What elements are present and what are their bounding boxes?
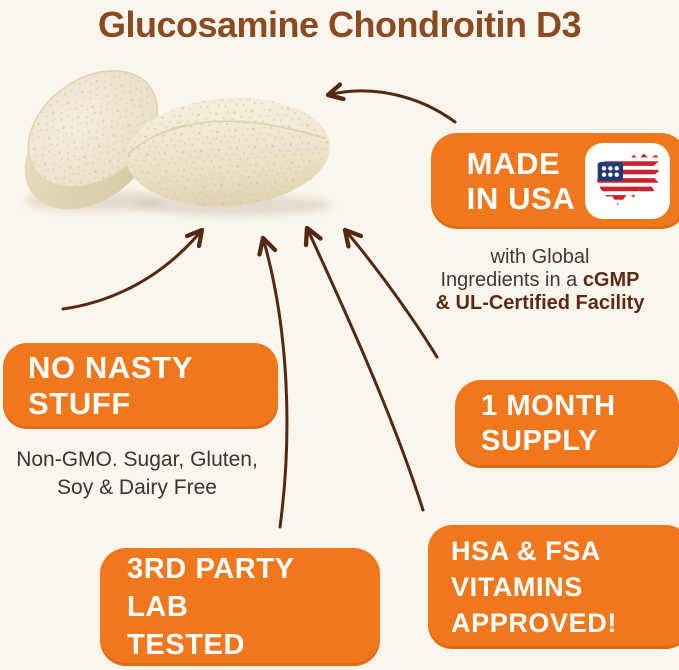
note-bold: cGMP <box>582 269 640 291</box>
note-line: with Global <box>490 246 590 268</box>
badge-line: HSA & FSA <box>451 536 601 566</box>
page-title: Glucosamine Chondroitin D3 <box>97 4 582 45</box>
badge-one-month-supply: 1 MONTH SUPPLY <box>455 380 679 468</box>
badge-hsa-fsa-approved: HSA & FSA VITAMINS APPROVED! <box>428 525 679 649</box>
pill-standing <box>24 69 159 210</box>
badge-made-in-usa-text: MADE IN USA <box>467 146 576 216</box>
note-bold: & UL-Certified Facility <box>435 292 645 314</box>
note-line: Non-GMO. Sugar, Gluten, <box>16 448 258 471</box>
badge-line: TESTED <box>127 629 245 661</box>
badge-line: 1 MONTH <box>481 390 616 422</box>
badge-line: NO NASTY <box>28 350 193 385</box>
usa-facility-note: with Global Ingredients in a cGMP & UL-C… <box>403 246 677 315</box>
badge-line: IN USA <box>466 181 576 216</box>
usa-flag-map-icon <box>585 143 671 219</box>
no-nasty-note: Non-GMO. Sugar, Gluten, Soy & Dairy Free <box>2 446 272 502</box>
note-line: Soy & Dairy Free <box>57 476 217 499</box>
pill-flat <box>126 97 330 207</box>
badge-line: MADE <box>466 146 561 181</box>
badge-line: APPROVED! <box>451 608 617 638</box>
badge-line: SUPPLY <box>481 425 598 457</box>
badge-line: STUFF <box>28 386 131 421</box>
badge-line: LAB <box>127 591 189 623</box>
note-line: Ingredients in a <box>440 269 583 291</box>
badge-lab-tested: 3RD PARTY LAB TESTED <box>100 548 380 666</box>
pills-image <box>24 69 332 216</box>
badge-no-nasty-stuff: NO NASTY STUFF <box>3 343 278 429</box>
badge-line: VITAMINS <box>451 572 583 602</box>
arrow-from-no-nasty-icon <box>61 227 205 311</box>
badge-line: 3RD PARTY <box>127 553 295 585</box>
badge-made-in-usa: MADE IN USA <box>431 133 679 229</box>
